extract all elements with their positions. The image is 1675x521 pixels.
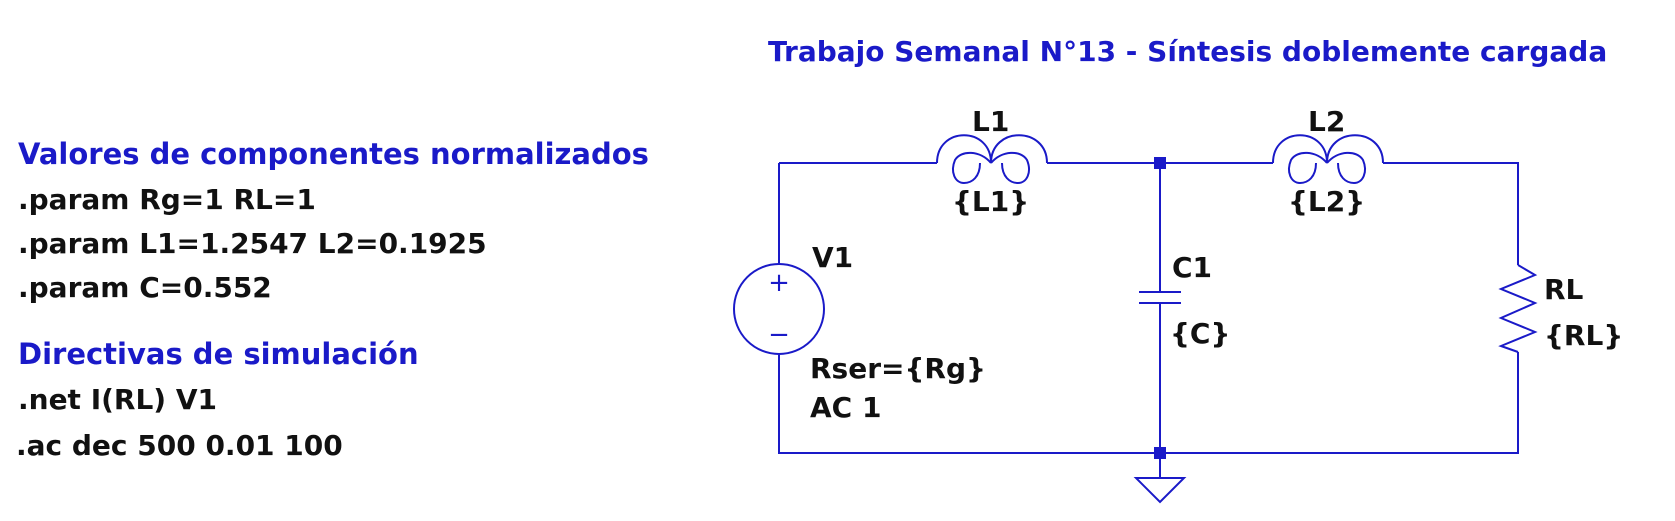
c1-name[interactable]: C1: [1172, 251, 1213, 284]
resistor-rl[interactable]: [1498, 264, 1538, 353]
l1-value[interactable]: {L1}: [952, 185, 1030, 218]
schematic-title: Trabajo Semanal N°13 - Síntesis doblemen…: [768, 35, 1608, 68]
wire-bottom[interactable]: [778, 352, 1519, 454]
param-directive-1[interactable]: .param Rg=1 RL=1: [18, 183, 316, 216]
capacitor-c1[interactable]: [1139, 291, 1181, 304]
ac-directive[interactable]: .ac dec 500 0.01 100: [16, 429, 343, 462]
v1-minus-icon: −: [768, 320, 790, 350]
rl-value[interactable]: {RL}: [1544, 319, 1624, 352]
param-directive-2[interactable]: .param L1=1.2547 L2=0.1925: [18, 227, 487, 260]
inductor-l2[interactable]: [1272, 134, 1384, 185]
simulation-heading: Directivas de simulación: [18, 337, 419, 371]
c1-value[interactable]: {C}: [1170, 317, 1231, 350]
v1-ac[interactable]: AC 1: [810, 391, 882, 424]
net-directive[interactable]: .net I(RL) V1: [18, 383, 218, 416]
junction-node-bottom[interactable]: [1154, 447, 1166, 459]
v1-rser[interactable]: Rser={Rg}: [810, 352, 986, 385]
wire-l2-rl[interactable]: [1383, 162, 1519, 265]
junction-node-top[interactable]: [1154, 157, 1166, 169]
voltage-source-v1[interactable]: [733, 263, 825, 355]
l2-name[interactable]: L2: [1308, 105, 1346, 138]
v1-name[interactable]: V1: [812, 241, 854, 274]
l1-name[interactable]: L1: [972, 105, 1010, 138]
v1-plus-icon: +: [768, 268, 790, 298]
params-heading: Valores de componentes normalizados: [18, 137, 649, 171]
inductor-l1[interactable]: [936, 134, 1048, 185]
ground-icon[interactable]: [1133, 477, 1187, 504]
rl-name[interactable]: RL: [1544, 273, 1584, 306]
wires: [778, 162, 1519, 478]
l2-value[interactable]: {L2}: [1288, 185, 1366, 218]
param-directive-3[interactable]: .param C=0.552: [18, 271, 272, 304]
